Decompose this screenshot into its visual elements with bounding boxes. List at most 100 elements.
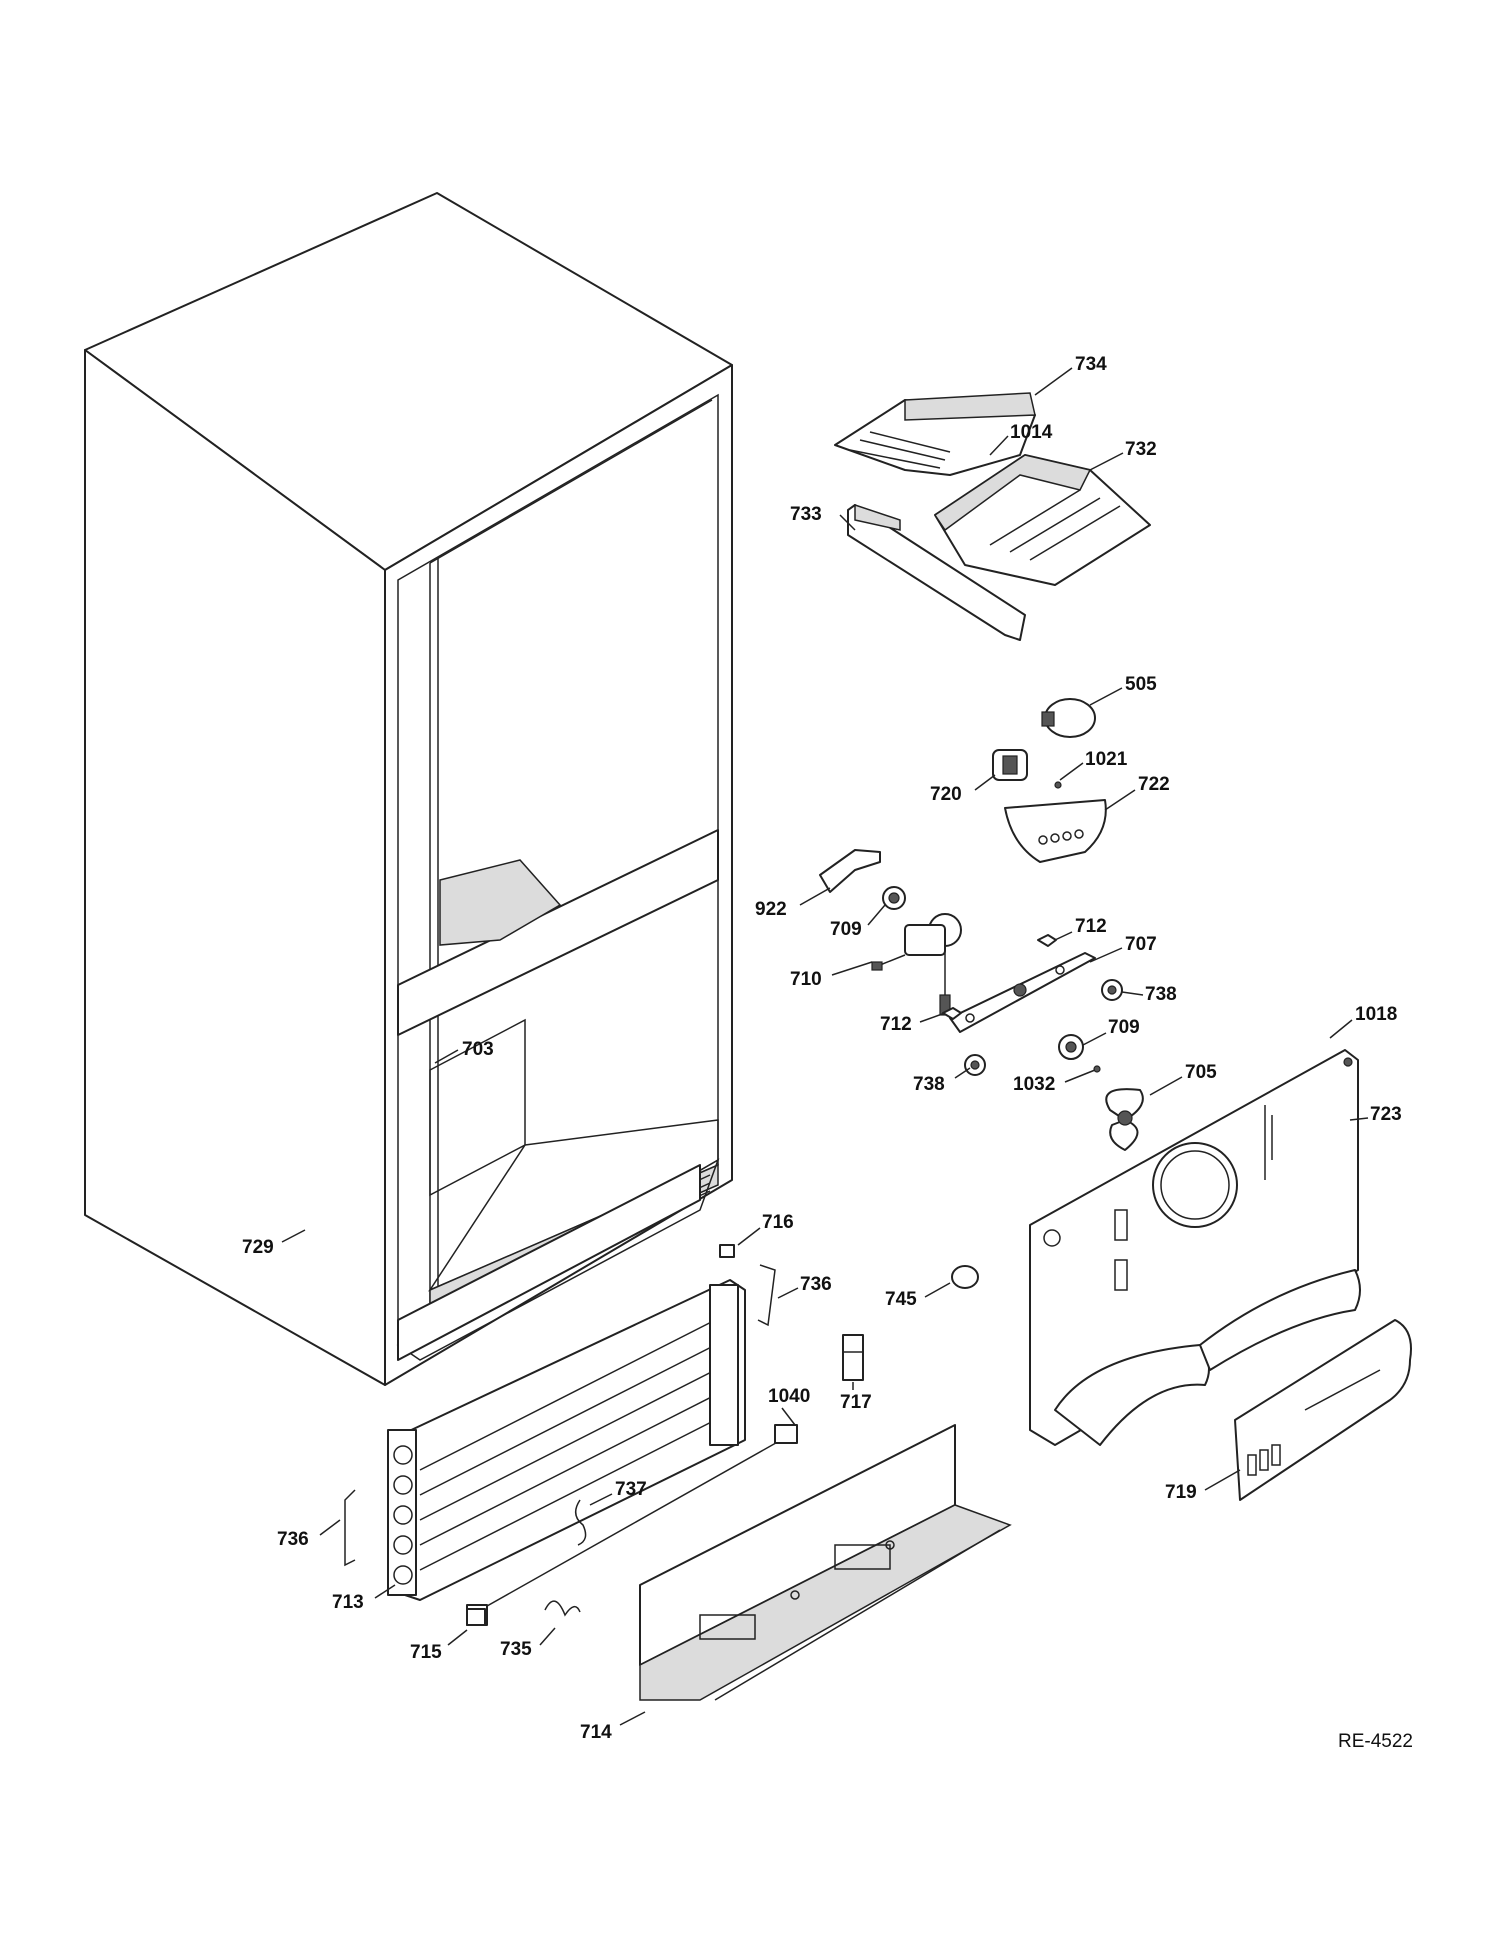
leader-713 [374, 1584, 396, 1599]
callout-labels: 734 1014 732 733 505 1021 720 722 922 709 712 707 71… [242, 354, 1402, 1743]
fan-blade-705 [1105, 1088, 1144, 1151]
leader-716 [737, 1227, 761, 1246]
callout-715: 715 [410, 1642, 442, 1663]
leader-737 [589, 1493, 613, 1506]
grommet-709-upper [882, 886, 906, 910]
callout-505: 505 [1125, 674, 1157, 695]
fan-motor-assembly [819, 849, 1144, 1151]
callout-745: 745 [885, 1289, 917, 1310]
evaporator-cover-723 [1029, 1049, 1361, 1446]
leader-715 [447, 1629, 468, 1646]
leader-lines [281, 367, 1369, 1726]
grommet-738-left [964, 1054, 986, 1076]
callout-720: 720 [930, 784, 962, 805]
clip-736-left [344, 1489, 356, 1567]
leader-738 [954, 1067, 971, 1079]
shelf-cover-734 [834, 392, 1036, 476]
motor-bracket-707 [949, 952, 1096, 1033]
drain-pan-714 [639, 1424, 1012, 1701]
leader-709 [1082, 1032, 1107, 1046]
callout-722: 722 [1138, 774, 1170, 795]
callout-736: 736 [800, 1274, 832, 1295]
shelf-rail-733 [847, 503, 1026, 641]
callout-732: 732 [1125, 439, 1157, 460]
leader-712 [1054, 931, 1073, 941]
callout-713: 713 [332, 1592, 364, 1613]
callout-710: 710 [790, 969, 822, 990]
leader-720 [974, 774, 996, 791]
callout-736: 736 [277, 1529, 309, 1550]
light-assembly [992, 698, 1107, 863]
thermostat-716 [719, 1244, 735, 1258]
callout-1018: 1018 [1355, 1004, 1397, 1025]
callout-922: 922 [755, 899, 787, 920]
leader-735 [539, 1627, 556, 1646]
leader-703 [434, 1049, 459, 1064]
leader-707 [1089, 947, 1123, 963]
evaporator-713 [387, 1279, 746, 1601]
callout-1021: 1021 [1085, 749, 1128, 770]
callout-709: 709 [1108, 1017, 1140, 1038]
leader-710 [831, 961, 873, 976]
leader-712 [919, 1012, 946, 1023]
callout-729: 729 [242, 1237, 274, 1258]
leader-732 [1089, 452, 1124, 471]
leader-1018 [1329, 1019, 1353, 1039]
leader-709 [867, 904, 886, 926]
fuse-717 [842, 1334, 864, 1381]
leader-734 [1034, 367, 1073, 396]
callout-1040: 1040 [768, 1386, 810, 1407]
leader-1021 [1059, 762, 1084, 781]
callout-723: 723 [1370, 1104, 1402, 1125]
leader-505 [1089, 687, 1123, 706]
callout-705: 705 [1185, 1062, 1217, 1083]
clip-735 [544, 1600, 581, 1617]
nut-712-lower [942, 1007, 962, 1020]
plug-745 [951, 1265, 979, 1289]
leader-705 [1149, 1076, 1183, 1096]
leader-733 [839, 514, 856, 531]
leader-736 [319, 1519, 341, 1536]
leader-1032 [1064, 1069, 1096, 1083]
callout-738: 738 [1145, 984, 1177, 1005]
shelf-tray-732 [933, 454, 1151, 586]
callout-733: 733 [790, 504, 822, 525]
callout-734: 734 [1075, 354, 1107, 375]
clip-737 [574, 1499, 587, 1546]
leader-729 [281, 1229, 306, 1243]
shelf-assembly [834, 392, 1151, 641]
callout-1032: 1032 [1013, 1074, 1055, 1095]
callout-707: 707 [1125, 934, 1157, 955]
socket-720 [992, 749, 1028, 781]
leader-722 [1104, 789, 1136, 811]
leader-922 [799, 887, 831, 906]
refrigerator-cabinet [84, 192, 733, 1386]
callout-716: 716 [762, 1212, 794, 1233]
callout-717: 717 [840, 1392, 872, 1413]
motor-710 [871, 913, 962, 1016]
nut-712-upper [1037, 934, 1057, 947]
callout-712: 712 [880, 1014, 912, 1035]
duct-719 [1234, 1319, 1412, 1501]
callout-714: 714 [580, 1722, 612, 1743]
callout-735: 735 [500, 1639, 532, 1660]
leader-1014 [989, 435, 1009, 456]
bracket-922 [819, 849, 881, 893]
callout-738: 738 [913, 1074, 945, 1095]
leader-719 [1204, 1469, 1241, 1491]
leader-723 [1349, 1117, 1369, 1121]
clip-736-right [757, 1264, 776, 1327]
sensor-715 [466, 1608, 486, 1626]
callout-703: 703 [462, 1039, 494, 1060]
callout-737: 737 [615, 1479, 647, 1500]
leader-1040 [781, 1407, 796, 1426]
drawing-reference: RE-4522 [1338, 1731, 1413, 1752]
leader-745 [924, 1282, 951, 1298]
grommet-738-right [1101, 979, 1123, 1001]
callout-1014: 1014 [1010, 422, 1053, 443]
grommet-709-lower [1058, 1034, 1084, 1060]
callout-712: 712 [1075, 916, 1107, 937]
leader-736 [777, 1287, 799, 1299]
leader-738 [1121, 991, 1144, 996]
